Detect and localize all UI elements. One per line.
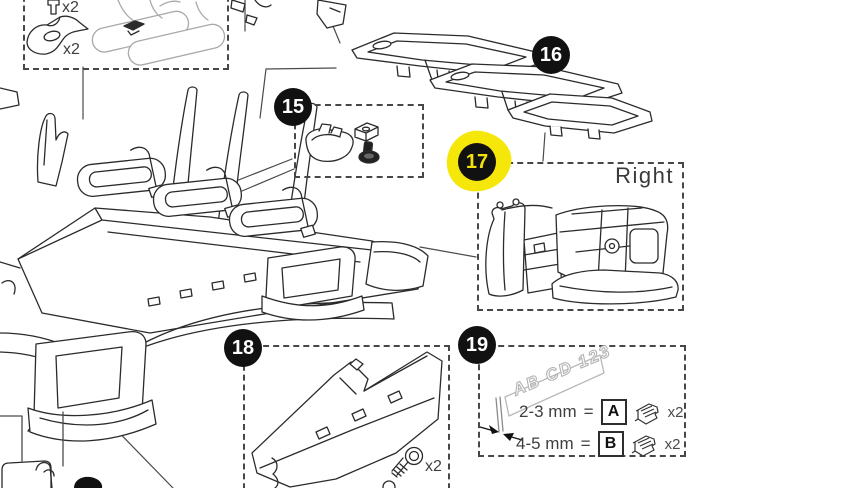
bracket-part <box>26 15 89 55</box>
spec-row-a: 2-3 mm = A x2 <box>519 399 683 425</box>
screw-icon <box>391 446 424 478</box>
tail-light-left <box>27 330 157 442</box>
square-nut <box>354 122 379 142</box>
callout-badge-19: 19 <box>458 326 496 364</box>
screw-dark <box>358 141 380 164</box>
wheel-cradle <box>228 186 319 238</box>
main-assembly-drawing <box>0 0 429 442</box>
detail-box-hardware <box>23 0 229 70</box>
callout-badge-16: 16 <box>532 36 570 74</box>
part17-drawing <box>485 198 679 305</box>
part18-drawing <box>251 351 443 488</box>
spec-qty: x2 <box>667 403 684 421</box>
right-tray <box>365 241 429 291</box>
spec-equals: = <box>583 402 594 421</box>
callout-badge-15: 15 <box>274 88 312 126</box>
spec-qty: x2 <box>664 435 681 453</box>
license-plate-outline <box>504 354 605 417</box>
spec-range: 4-5 mm <box>516 434 574 453</box>
tow-arc <box>27 301 395 434</box>
clip-icon <box>634 402 659 425</box>
hardware-kit-drawing <box>26 0 226 66</box>
bolt-icon <box>47 0 60 15</box>
qty-label-bracket: x2 <box>63 41 80 58</box>
clip-icon <box>631 434 656 457</box>
wheel-cradle <box>152 166 243 218</box>
orientation-label: Right <box>615 163 674 188</box>
upright-bracket <box>36 112 69 187</box>
screw-icon-partial <box>382 480 396 488</box>
qty-label-bolt: x2 <box>62 0 79 16</box>
callout-badge-18: 18 <box>224 329 262 367</box>
detail-box-15 <box>294 104 424 178</box>
spec-row-b: 4-5 mm = B x2 <box>516 431 680 457</box>
option-box-a: A <box>600 399 627 425</box>
part15-drawing <box>305 122 380 164</box>
callout-badge-17: 17 <box>458 143 496 181</box>
tail-light-mid <box>261 246 365 321</box>
part19-extras <box>479 354 605 441</box>
spec-equals: = <box>580 434 591 453</box>
bottom-fragments <box>0 411 279 488</box>
detail-box-18 <box>243 345 450 488</box>
platform-body <box>17 207 426 334</box>
detail-box-17 <box>477 162 684 311</box>
strap-clip-dark <box>123 20 145 31</box>
wheel-cradle <box>76 146 167 198</box>
spec-range: 2-3 mm <box>519 402 577 421</box>
detail-box-19 <box>478 345 686 457</box>
qty-label-screw: x2 <box>425 458 442 475</box>
part16-drawing <box>351 32 653 140</box>
option-box-b: B <box>597 431 624 457</box>
connector-lines <box>82 0 546 488</box>
